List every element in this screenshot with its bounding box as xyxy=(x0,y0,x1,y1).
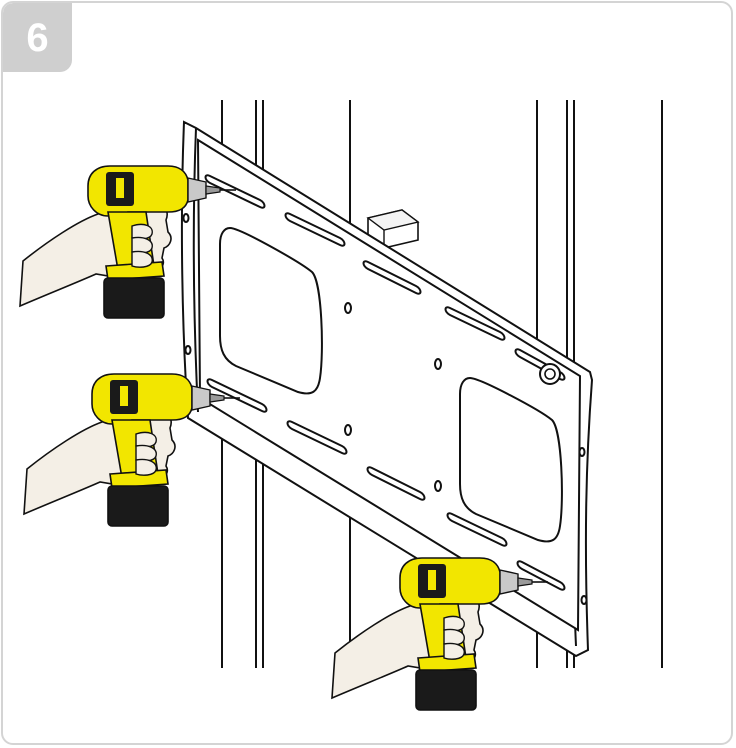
level-bubble xyxy=(539,363,561,385)
cordless-drill-middle xyxy=(23,373,241,527)
step-number: 6 xyxy=(26,15,49,60)
stud-finder-block xyxy=(366,209,420,249)
wall-mount-plate xyxy=(180,120,594,658)
step-badge: 6 xyxy=(3,3,72,72)
cordless-drill-bottom xyxy=(331,557,549,711)
